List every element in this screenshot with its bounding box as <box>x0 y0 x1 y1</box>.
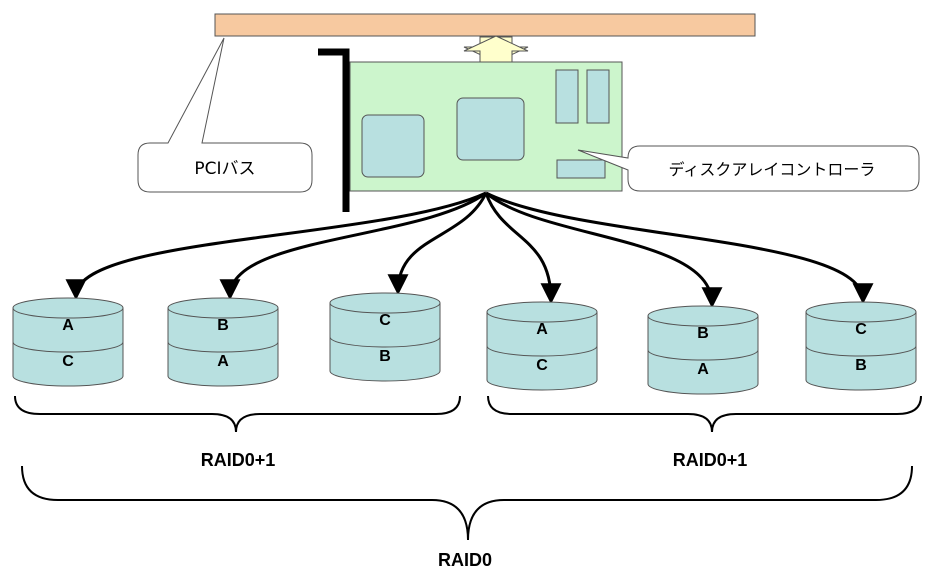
chip-connector <box>556 159 606 179</box>
card-bracket <box>318 48 350 212</box>
disk-body <box>329 303 441 382</box>
disk-segment-top-label: B <box>217 317 229 334</box>
disk-divider <box>486 345 598 357</box>
disk-segment-bottom-label: C <box>62 353 74 370</box>
disk-top <box>329 292 441 314</box>
cable-3 <box>387 192 488 296</box>
chip-center <box>456 97 525 161</box>
group-label-2: RAID0+1 <box>673 450 748 470</box>
pci-bus-bar <box>214 13 756 37</box>
disk-body <box>805 312 917 391</box>
disk-body <box>486 312 598 391</box>
disk-top <box>486 301 598 323</box>
disk-4: AC <box>486 301 598 391</box>
disk-6: CB <box>805 301 917 391</box>
disk-body <box>167 308 279 387</box>
disk-segment-top-label: A <box>62 317 74 334</box>
disk-1: AC <box>12 297 124 387</box>
cable-5 <box>485 191 723 309</box>
disk-body <box>647 316 759 395</box>
disk-3: CB <box>329 292 441 382</box>
disk-divider <box>647 349 759 361</box>
disk-divider <box>12 341 124 353</box>
bus-card-double-arrow-top <box>463 35 529 63</box>
disk-5: BA <box>647 305 759 395</box>
cable-1 <box>65 191 487 301</box>
pci-bus-callout <box>137 37 313 193</box>
cable-2 <box>219 191 487 301</box>
chip-small-1 <box>555 69 579 124</box>
overall-label: RAID0 <box>438 550 492 570</box>
group-brace-1 <box>14 395 461 433</box>
controller-label: ディスクアレイコントローラ <box>669 160 876 179</box>
chip-left <box>361 114 425 178</box>
group-brace-2 <box>487 395 922 433</box>
disk-divider <box>167 341 279 353</box>
disk-2: BA <box>167 297 279 387</box>
disk-segment-bottom-label: A <box>217 353 229 370</box>
disk-segment-top-label: C <box>379 312 391 329</box>
disk-top <box>805 301 917 323</box>
disk-body <box>12 308 124 387</box>
chip-small-2 <box>586 69 610 124</box>
disk-top <box>167 297 279 319</box>
disk-segment-bottom-label: B <box>855 357 867 374</box>
controller-callout <box>577 145 920 192</box>
pci-bus-label: PCIバス <box>194 159 255 179</box>
disk-segment-bottom-label: A <box>697 361 709 378</box>
disk-top <box>12 297 124 319</box>
disk-segment-bottom-label: B <box>379 348 391 365</box>
disk-segment-top-label: A <box>536 321 548 338</box>
cables <box>65 191 874 309</box>
disk-segment-top-label: C <box>855 321 867 338</box>
cable-6 <box>485 191 874 305</box>
disk-divider <box>329 336 441 348</box>
disk-divider <box>805 345 917 357</box>
disk-segment-top-label: B <box>697 325 709 342</box>
group-label-1: RAID0+1 <box>201 450 276 470</box>
cable-4 <box>484 192 562 305</box>
disk-segment-bottom-label: C <box>536 357 548 374</box>
overall-brace <box>21 465 913 541</box>
disk-top <box>647 305 759 327</box>
